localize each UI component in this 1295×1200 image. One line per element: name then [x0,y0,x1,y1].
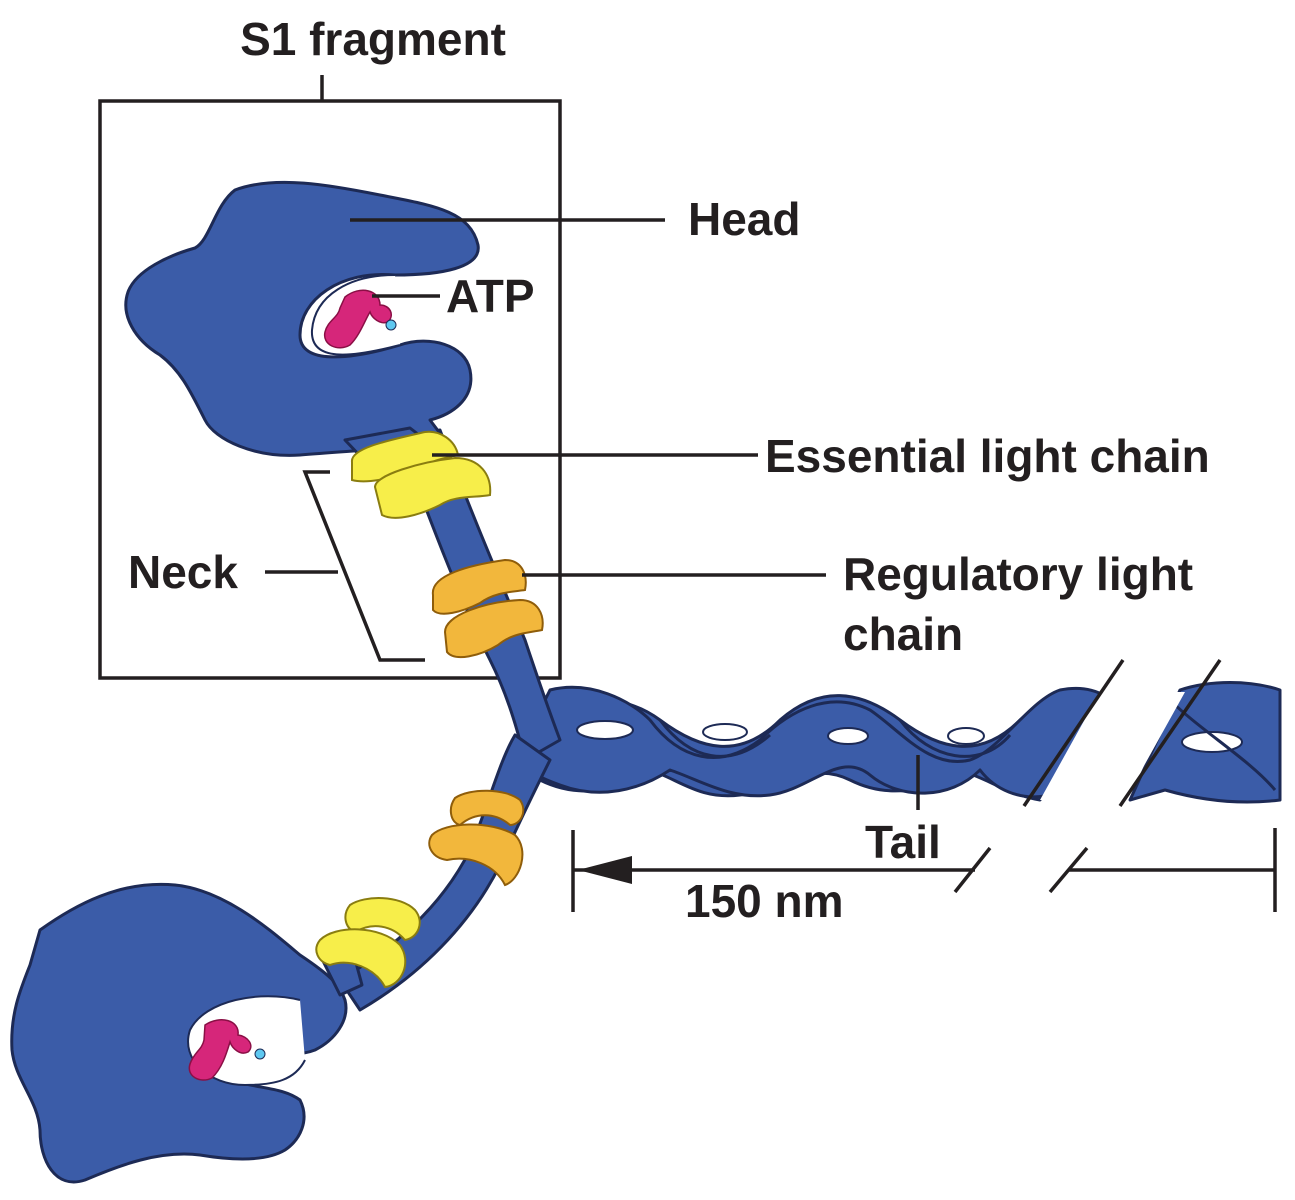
atp-upper [323,289,397,349]
upper-head [124,180,480,457]
atp-label: ATP [446,270,535,322]
regulatory-light-chain-label-line1: Regulatory light [843,548,1193,600]
neck-label: Neck [128,546,238,598]
regulatory-light-chain-upper [431,558,544,659]
tail-coiled-coil [513,681,1282,804]
s1-fragment-label: S1 fragment [240,13,506,65]
atp-lower [188,1019,266,1081]
head-label: Head [688,193,800,245]
length-arrowhead [578,856,632,884]
tail-label: Tail [865,816,941,868]
neck-bracket [302,470,425,662]
s1-fragment-box [98,99,562,680]
regulatory-light-chain-lower [428,789,525,887]
regulatory-light-chain-label-line2: chain [843,608,963,660]
length-dimension [571,828,1277,912]
essential-light-chain-lower [315,897,421,989]
length-label: 150 nm [685,875,844,927]
essential-light-chain-label: Essential light chain [765,430,1210,482]
tail-break-marks [1022,659,1222,807]
